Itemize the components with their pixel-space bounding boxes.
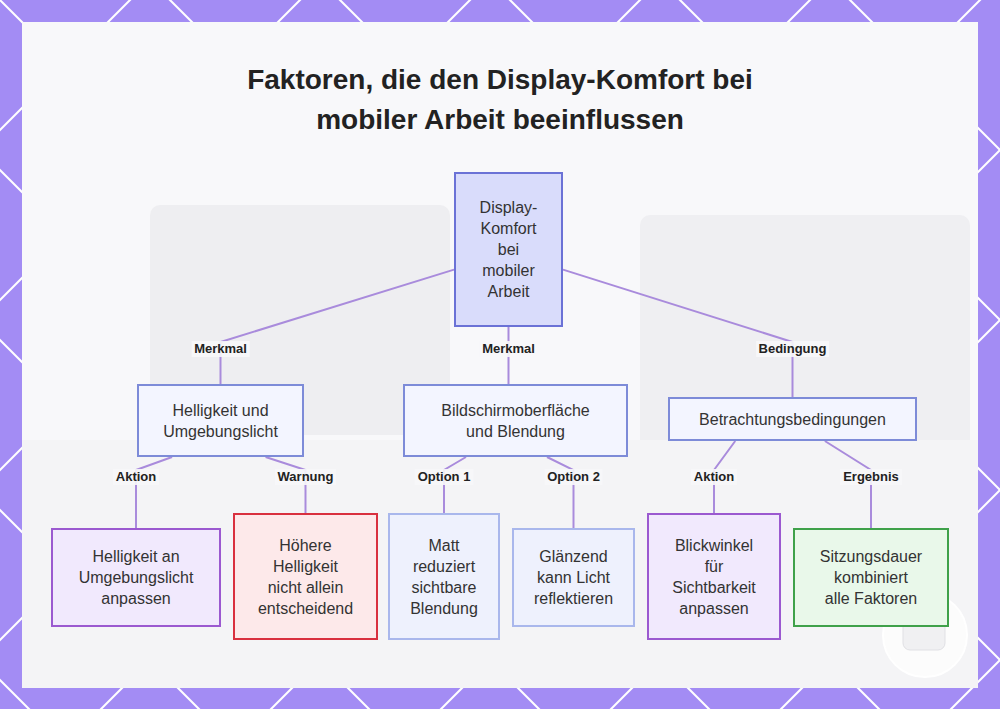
action-box: Blickwinkel für Sichtbarkeit anpassen (647, 513, 781, 640)
node-label: Helligkeit und Umgebungslicht (155, 400, 286, 442)
edge-label: Warnung (275, 469, 337, 485)
feature-box: Bildschirmoberfläche und Blendung (403, 384, 628, 457)
node-label: Höhere Helligkeit nicht allein entscheid… (255, 535, 356, 619)
warning-box: Höhere Helligkeit nicht allein entscheid… (233, 513, 378, 640)
action-box: Helligkeit an Umgebungslicht anpassen (51, 528, 221, 627)
condition-box: Betrachtungsbedingungen (668, 397, 917, 441)
edge-label: Aktion (691, 469, 737, 485)
edge-label: Merkmal (479, 341, 538, 357)
node-label: Helligkeit an Umgebungslicht anpassen (65, 546, 207, 609)
edge-label: Merkmal (191, 341, 250, 357)
node-label: Glänzend kann Licht reflektieren (528, 546, 619, 609)
feature-box: Helligkeit und Umgebungslicht (137, 384, 304, 457)
connector-line (547, 457, 574, 528)
node-label: Blickwinkel für Sichtbarkeit anpassen (667, 535, 761, 619)
option-box: Glänzend kann Licht reflektieren (512, 528, 635, 627)
edge-label: Bedingung (756, 341, 830, 357)
node-label: Bildschirmoberfläche und Blendung (433, 400, 598, 442)
connector-line (563, 270, 793, 397)
faded-desk (22, 440, 978, 688)
node-label: Display-Komfort bei mobiler Arbeit (472, 197, 545, 302)
node-label: Sitzungsdauer kombiniert alle Faktoren (820, 546, 922, 609)
connector-line (444, 457, 466, 513)
connector-line (221, 270, 455, 384)
node-label: Matt reduziert sichtbare Blendung (408, 535, 480, 619)
root-box: Display-Komfort bei mobiler Arbeit (454, 172, 563, 327)
result-box: Sitzungsdauer kombiniert alle Faktoren (793, 528, 949, 627)
faded-screen (640, 215, 970, 465)
inner-panel (22, 22, 978, 688)
edge-label: Option 1 (415, 469, 474, 485)
connector-line (266, 457, 306, 513)
option-box: Matt reduziert sichtbare Blendung (388, 513, 500, 640)
diagram-title: Faktoren, die den Display-Komfort bei mo… (235, 60, 765, 140)
connector-line (136, 457, 172, 528)
edge-label: Option 2 (544, 469, 603, 485)
edge-label: Aktion (113, 469, 159, 485)
edge-label: Ergebnis (840, 469, 902, 485)
node-label: Betrachtungsbedingungen (699, 409, 886, 430)
